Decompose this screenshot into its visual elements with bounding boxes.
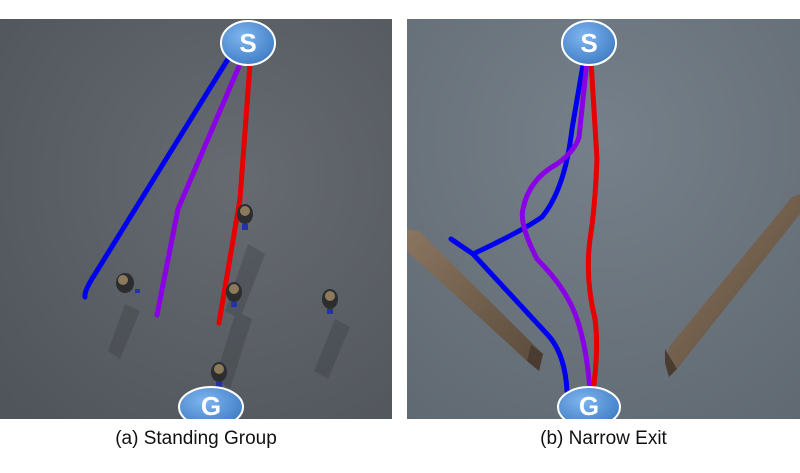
right-wall <box>665 194 800 377</box>
start-node: S <box>561 20 617 66</box>
floor <box>407 19 800 419</box>
path-red <box>585 58 600 394</box>
agent-shadow <box>108 304 140 359</box>
goal-node: G <box>178 386 244 419</box>
left-wall <box>407 229 543 371</box>
start-node: S <box>220 20 276 66</box>
start-label: S <box>580 28 597 58</box>
agent <box>226 282 242 307</box>
goal-label: G <box>579 391 599 419</box>
agent <box>237 204 253 230</box>
path-purple <box>519 58 593 394</box>
agent <box>211 362 227 387</box>
goal-node: G <box>557 386 621 419</box>
agent <box>322 289 338 314</box>
caption-standing-group: (a) Standing Group <box>115 428 277 449</box>
goal-label: G <box>201 391 221 419</box>
path-purple <box>154 61 243 318</box>
floor <box>0 19 392 419</box>
scene-narrow-exit: S G <box>407 19 800 419</box>
panel-narrow-exit: S G <box>407 19 800 419</box>
scene-standing-group: S G <box>0 19 392 419</box>
agent-shadow <box>314 319 350 379</box>
path-red <box>216 61 253 326</box>
start-label: S <box>239 28 256 58</box>
path-blue <box>82 56 231 300</box>
agent <box>116 273 140 293</box>
panel-standing-group: S G <box>0 19 392 419</box>
caption-narrow-exit: (b) Narrow Exit <box>540 428 667 449</box>
